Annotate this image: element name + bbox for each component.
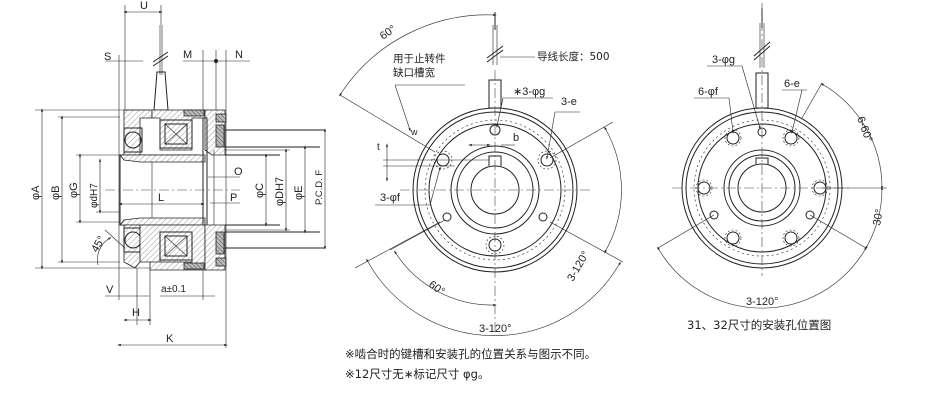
dim-label-phi-c: φC [254, 183, 266, 198]
dim-label-phi-b: φB [50, 186, 62, 200]
alt-hole-layout-view: 3-φg 6-φf 6-e 6-60° 30° 3-120° 31、32尺寸的安… [657, 3, 887, 332]
dim-label-a-tolerance: a±0.1 [161, 284, 186, 295]
dim-label-w: w [410, 127, 418, 137]
mount-hole [537, 150, 557, 170]
alt-g-holes-label: 3-φg [712, 54, 735, 66]
dim-label-u: U [140, 0, 148, 12]
angle-label-6-60: 6-60° [854, 115, 874, 144]
dim-label-phi-e: φE [293, 186, 305, 200]
dim-label-l: L [158, 192, 164, 204]
dim-label-o: O [234, 166, 243, 178]
note-keyway-position: ※啮合时的键槽和安装孔的位置关系与图示不同。 [345, 347, 596, 361]
front-view: 60° 用于止转件 缺口槽宽 w 导线长度：500 ∗3-φg 3-e b t … [339, 12, 624, 336]
dim-label-s: S [104, 51, 111, 63]
e-holes-label: 3-e [561, 96, 577, 108]
alt-angle-label-3-120: 3-120° [746, 296, 779, 308]
stopper-slot-note-line2: 缺口槽宽 [393, 66, 435, 79]
dim-label-pcd-f: P.C.D. F [314, 170, 325, 205]
angle-label-3-120-bottom: 3-120° [479, 323, 512, 335]
dim-label-phi-d-h7: φDH7 [274, 177, 286, 206]
g-holes-label: ∗3-φg [513, 86, 545, 98]
dim-label-t: t [377, 142, 380, 153]
f-holes-label: 3-φf [380, 192, 401, 204]
angle-label-30: 30° [871, 208, 886, 226]
alt-view-caption: 31、32尺寸的安装孔位置图 [687, 318, 831, 332]
dim-label-h: H [132, 307, 140, 319]
note-size-12: ※12尺寸无∗标记尺寸 φg。 [345, 367, 489, 381]
dim-label-p: P [230, 192, 237, 204]
dim-label-phi-g: φG [68, 182, 80, 198]
angle-label-3-120-right: 3-120° [565, 249, 592, 283]
side-section-view: U S M N φA φB φG φdH7 L O P φC [30, 0, 327, 348]
angle-label-60-top: 60° [378, 23, 399, 42]
stopper-slot-note-line1: 用于止转件 [393, 52, 446, 65]
dim-label-phi-d: φdH7 [89, 183, 100, 208]
alt-f-holes-label: 6-φf [698, 86, 719, 98]
dim-label-45-deg: 45° [89, 234, 108, 254]
alt-e-holes-label: 6-e [784, 78, 800, 90]
dim-label-m: M [183, 49, 192, 61]
angle-label-60-left: 60° [426, 279, 447, 298]
dim-label-phi-a: φA [30, 185, 42, 200]
mount-holes [695, 129, 829, 247]
dim-label-n: N [235, 49, 243, 61]
dim-label-b: b [513, 132, 519, 144]
dim-label-v: V [106, 284, 114, 296]
dim-label-k: K [166, 333, 174, 345]
wire-length-label: 导线长度：500 [537, 50, 610, 63]
